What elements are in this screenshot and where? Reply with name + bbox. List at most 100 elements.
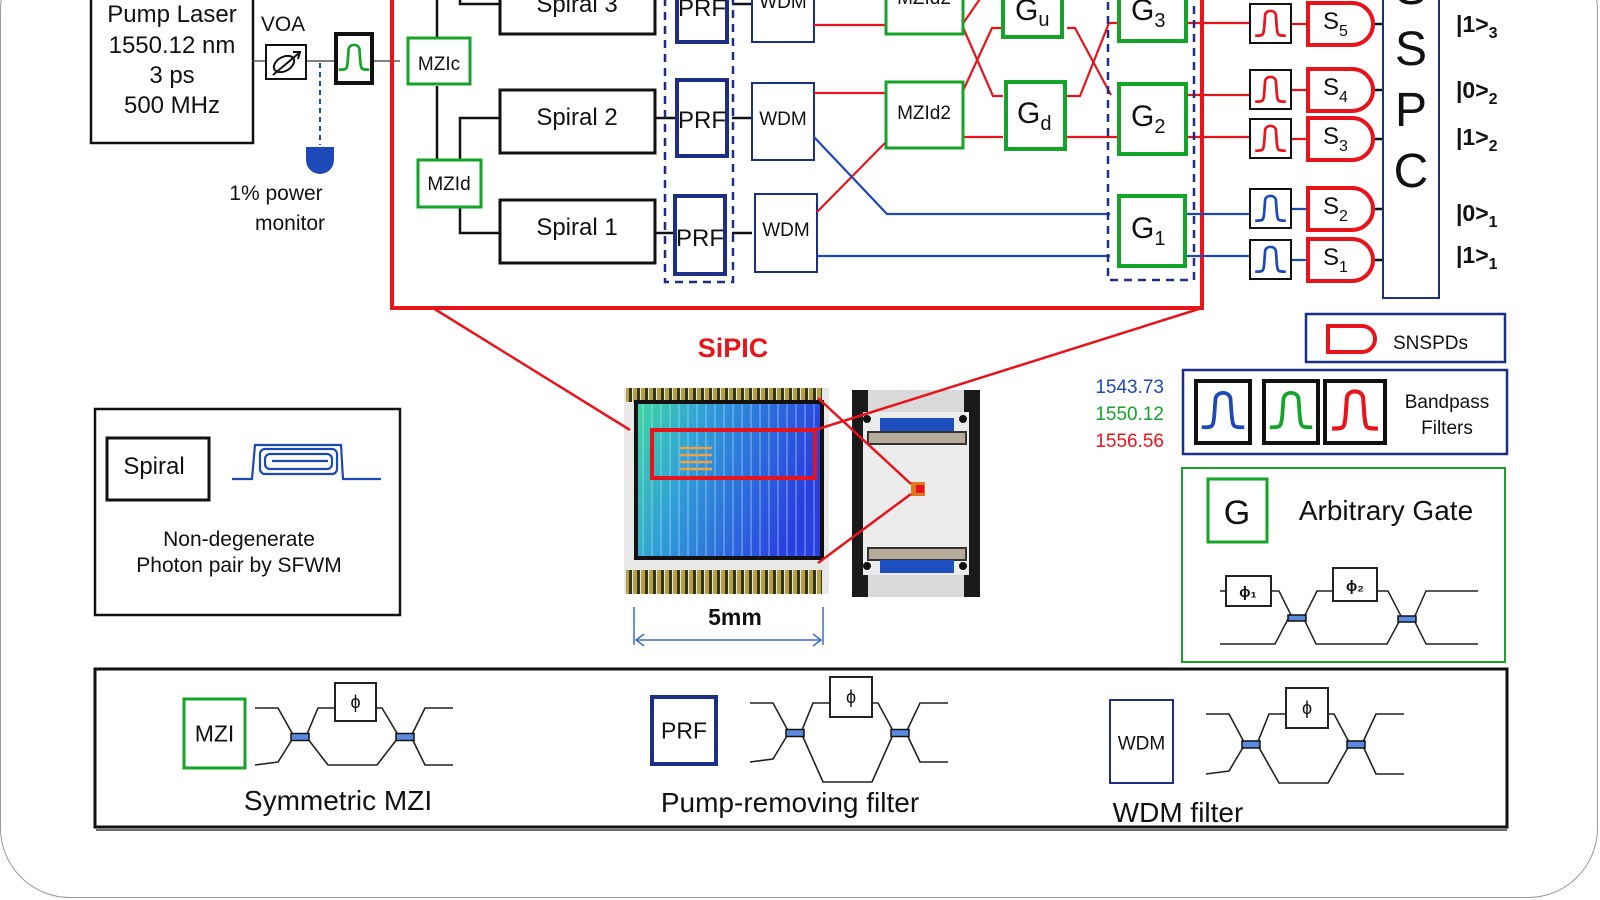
wdm-box-2: WDM xyxy=(751,82,815,161)
phase-shifter-icon xyxy=(334,682,377,722)
variable-attenuator-icon xyxy=(265,44,307,80)
sipic-title: SiPIC xyxy=(698,333,769,363)
gate-g1: G1 xyxy=(1117,194,1187,268)
mzid-label: MZId xyxy=(427,174,470,195)
phase-label: ϕ xyxy=(846,687,856,707)
spiral-legend: Spiral Non-degenerate Photon pair by SFW… xyxy=(93,407,402,617)
pump-rate: 500 MHz xyxy=(124,92,220,119)
snspd-icon xyxy=(1306,67,1375,113)
prf-caption: Pump-removing filter xyxy=(661,787,919,818)
mzi-symbol-box xyxy=(182,697,247,770)
prf-label: PRF xyxy=(676,225,724,252)
qubit-state-label: |1>2 xyxy=(1456,124,1498,155)
spiral-desc-2: Photon pair by SFWM xyxy=(136,554,341,577)
detector-channel-4: S4 xyxy=(1249,67,1383,113)
mzid-box: MZId xyxy=(416,158,483,209)
phase-label: ϕ xyxy=(350,692,360,712)
wdm-label: WDM xyxy=(759,0,806,13)
qubit-state-label: |1>3 xyxy=(1456,11,1498,42)
bandpass-label-1: Bandpass xyxy=(1405,392,1490,413)
qubit-state-label: |0>1 xyxy=(1456,200,1498,231)
mzid2-label: MZId2 xyxy=(897,103,951,124)
detector-channel-5: S5 xyxy=(1249,1,1383,47)
prf-label: PRF xyxy=(678,0,726,22)
coupler-icon xyxy=(395,732,415,742)
state-labels: |1>3 |0>2 |1>2 |0>1 |1>1 xyxy=(1456,11,1498,273)
photodiode-icon xyxy=(306,147,334,174)
coupler-icon xyxy=(1397,615,1417,623)
chip-zoom-region xyxy=(650,428,817,480)
spiral-2-label: Spiral 2 xyxy=(536,104,617,131)
pump-bandpass-filter-icon xyxy=(334,32,374,85)
monitor-label-2: monitor xyxy=(255,212,325,235)
wdm-label: WDM xyxy=(762,220,809,241)
coupler-icon xyxy=(890,728,910,738)
wdm-label: WDM xyxy=(759,109,806,130)
gate-legend-label: Arbitrary Gate xyxy=(1299,495,1473,526)
spc-letter-4: C xyxy=(1394,145,1429,198)
prf-label: PRF xyxy=(678,107,726,134)
svg-text:G2: G2 xyxy=(1131,100,1165,138)
mzic-box: MZIc xyxy=(406,36,472,86)
snspd-label: SNSPDs xyxy=(1393,333,1468,354)
phase-phi2: ϕ₂ xyxy=(1346,578,1364,595)
svg-text:G3: G3 xyxy=(1131,0,1165,32)
phase-phi1: ϕ₁ xyxy=(1239,584,1256,601)
spiral-3-label: Spiral 3 xyxy=(536,0,617,18)
chip-outline xyxy=(390,0,1204,310)
prf-symbol-box xyxy=(650,695,718,766)
spiral-legend-box-label: Spiral xyxy=(123,453,184,480)
qubit-state-label: |1>1 xyxy=(1456,242,1498,273)
wdm-symbol-box xyxy=(1109,699,1174,784)
detector-label: S2 xyxy=(1323,193,1348,225)
wdm-box-3: WDM xyxy=(751,0,815,43)
prf-box-1: PRF xyxy=(673,194,727,276)
detector-channel-2: S2 xyxy=(1249,186,1383,232)
detector-label: S4 xyxy=(1323,74,1348,106)
coupler-icon xyxy=(290,732,310,742)
bandpass-legend: Bandpass Filters xyxy=(1181,368,1509,456)
spiral-desc-1: Non-degenerate xyxy=(163,528,315,551)
spiral-1-box: Spiral 1 xyxy=(498,198,657,265)
phase-label: ϕ xyxy=(1302,698,1312,718)
bandpass-green-icon xyxy=(1262,379,1320,445)
bandpass-label-2: Filters xyxy=(1421,418,1473,439)
qubit-state-label: |0>2 xyxy=(1456,77,1498,108)
spiral-waveguide-icon xyxy=(232,443,381,481)
coupler-icon xyxy=(1287,614,1307,622)
scale-bar: 5mm xyxy=(633,604,824,647)
gate-gd-sub: d xyxy=(1040,113,1051,135)
detector-label: S3 xyxy=(1323,123,1348,155)
svg-text:Gu: Gu xyxy=(1015,0,1049,31)
phase-shifter-icon xyxy=(1285,687,1329,729)
voa-label: VOA xyxy=(261,13,305,36)
prf-group-outline xyxy=(663,0,735,284)
wdm-box-1: WDM xyxy=(754,193,818,273)
gate-group-outline xyxy=(1106,0,1196,282)
snspd-icon xyxy=(1306,237,1375,283)
gate-g2-base: G xyxy=(1131,100,1154,133)
coupler-icon xyxy=(785,728,805,738)
spiral-3-box: Spiral 3 xyxy=(498,0,657,36)
prf-symbol-label: PRF xyxy=(661,718,707,744)
snspd-icon xyxy=(1306,116,1375,162)
gate-g3-sub: 3 xyxy=(1154,10,1165,32)
pump-laser-block: Pump Laser 1550.12 nm 3 ps 500 MHz xyxy=(89,0,255,145)
sipic-chip-photo xyxy=(624,388,829,594)
detector-channel-1: S1 xyxy=(1249,237,1383,283)
wdm-caption: WDM filter xyxy=(1113,797,1244,828)
coupler-icon xyxy=(1241,740,1261,749)
wavelength-legend: 1543.73 1550.12 1556.56 xyxy=(1095,377,1164,452)
spc-letter-3: P xyxy=(1395,84,1427,137)
snspd-icon xyxy=(1326,324,1377,354)
spiral-2-box: Spiral 2 xyxy=(498,88,657,155)
gate-g2: G2 xyxy=(1117,82,1188,156)
monitor-label-1: 1% power xyxy=(229,182,322,205)
scale-label: 5mm xyxy=(708,604,762,630)
snspd-icon xyxy=(1306,1,1375,47)
